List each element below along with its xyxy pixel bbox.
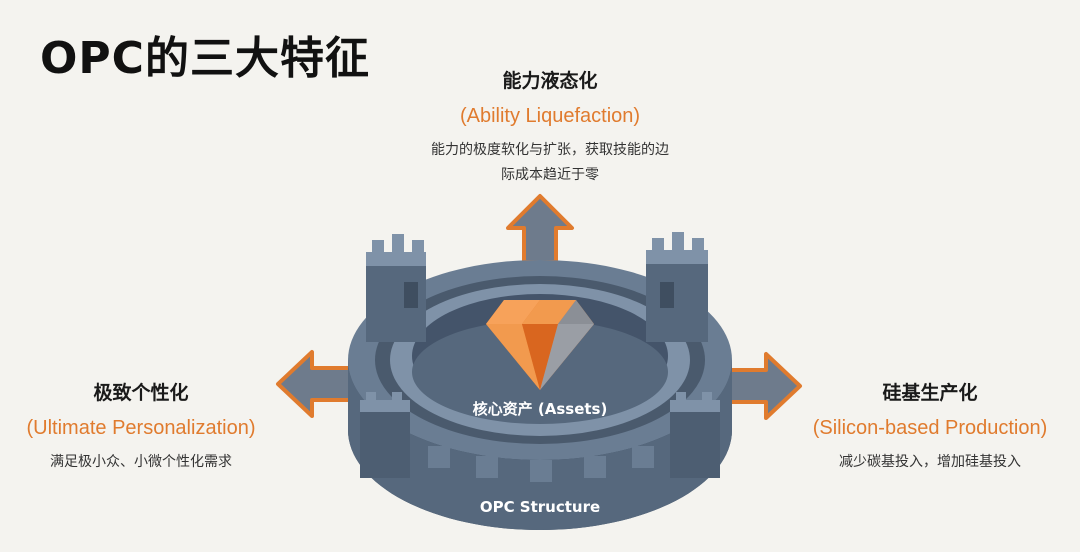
gem-icon (486, 300, 594, 390)
feature-description: 能力的极度软化与扩张，获取技能的边 际成本趋近于零 (400, 138, 700, 188)
structure-label: OPC Structure (480, 498, 600, 516)
feature-description: 减少碳基投入，增加硅基投入 (839, 454, 1021, 470)
feature-description-line: 际成本趋近于零 (501, 167, 599, 183)
tower-front-right (670, 392, 720, 478)
feature-description: 满足极小众、小微个性化需求 (50, 454, 232, 470)
feature-subtitle: (Ultimate Personalization) (26, 417, 256, 439)
feature-ability-liquefaction: 能力液态化 (Ability Liquefaction) 能力的极度软化与扩张，… (400, 66, 700, 188)
page-title: OPC的三大特征 (40, 33, 370, 84)
feature-heading: 极致个性化 (93, 382, 189, 404)
feature-subtitle: (Silicon-based Production) (812, 417, 1048, 439)
arrow-left-icon (276, 350, 354, 418)
feature-heading: 能力液态化 (502, 70, 598, 92)
feature-ultimate-personalization: 极致个性化 (Ultimate Personalization) 满足极小众、小… (10, 378, 272, 475)
tower-back-right (646, 232, 708, 342)
tower-back-left (366, 234, 426, 342)
feature-subtitle: (Ability Liquefaction) (459, 105, 641, 127)
feature-heading: 硅基生产化 (882, 382, 978, 404)
feature-silicon-based-production: 硅基生产化 (Silicon-based Production) 减少碳基投入，… (790, 378, 1070, 475)
core-assets-label: 核心资产 (Assets) (473, 400, 608, 418)
tower-front-left (360, 392, 410, 478)
arrow-up-icon (506, 194, 574, 264)
feature-description-line: 能力的极度软化与扩张，获取技能的边 (431, 142, 669, 158)
